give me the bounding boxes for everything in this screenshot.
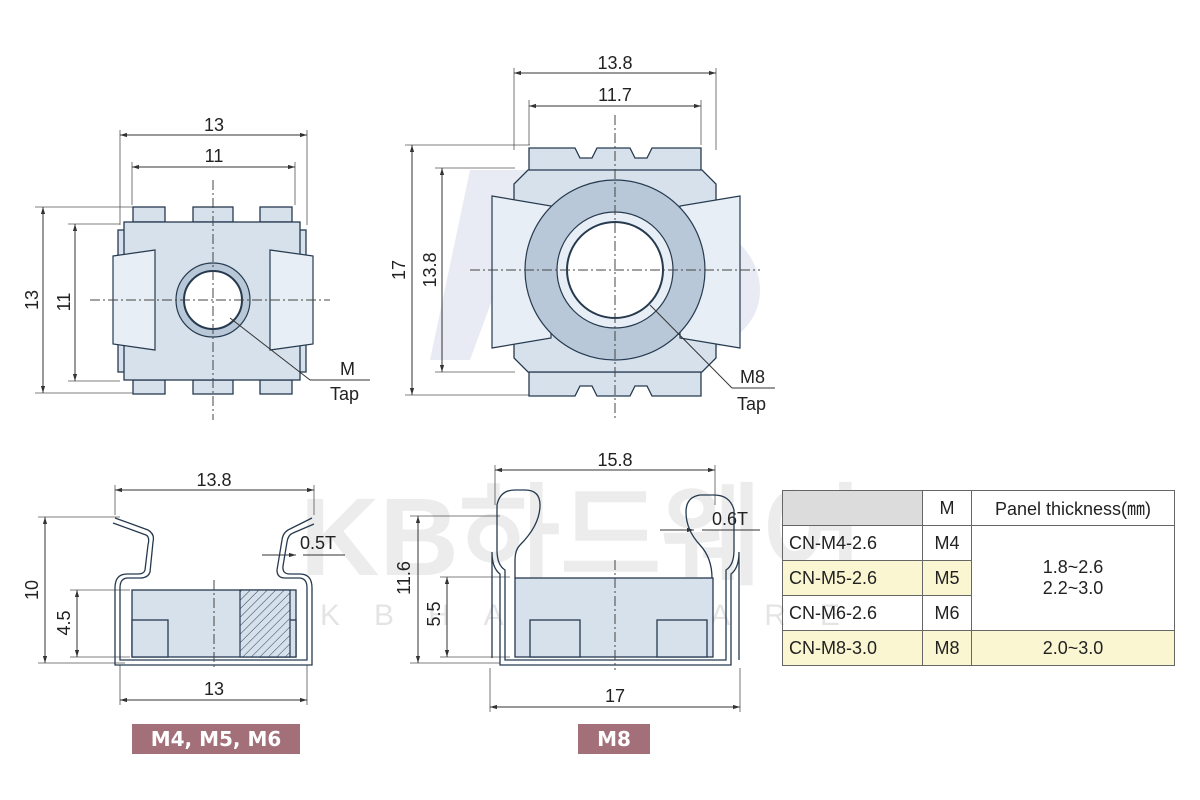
table-header-row: M Panel thickness(㎜) [782, 490, 1175, 526]
dim-top-width: 13.8 [196, 470, 231, 490]
small-side-view: 13.8 10 4.5 13 0.5T [22, 470, 345, 705]
table-row: CN-M5-2.6 M5 [782, 560, 1175, 596]
dim-bottom-width: 13 [204, 679, 224, 699]
dim-inner-height: 5.5 [424, 601, 444, 626]
spec-table: M Panel thickness(㎜) CN-M4-2.6 M4 1.8~2.… [782, 490, 1175, 666]
table-cell-panel-group-1: 1.8~2.6 2.2~3.0 [971, 525, 1175, 631]
table-cell-model: CN-M4-2.6 [782, 525, 923, 561]
dim-height-outer: 13 [22, 290, 42, 310]
dim-bottom-width: 17 [605, 686, 625, 706]
small-top-view: 13 11 13 11 M Tap [22, 115, 370, 420]
dim-height: 11.6 [394, 561, 414, 595]
badge-large-text: M8 [597, 727, 631, 751]
table-cell-m: M4 [922, 525, 972, 561]
table-row: CN-M4-2.6 M4 1.8~2.6 2.2~3.0 [782, 525, 1175, 631]
badge-small: M4, M5, M6 [132, 724, 300, 754]
panel-value-2: 2.2~3.0 [1042, 578, 1104, 598]
table-row: CN-M6-2.6 M6 [782, 595, 1175, 631]
callout-m8: M8 [740, 367, 765, 387]
dim-width-inner: 11 [205, 146, 224, 166]
table-cell-panel-group-2: 2.0~3.0 [971, 630, 1175, 666]
dim-height-outer: 17 [389, 260, 409, 280]
dim-width-outer: 13 [204, 115, 224, 135]
panel-value-1: 1.8~2.6 [1042, 557, 1104, 577]
table-cell-m: M6 [922, 595, 972, 631]
badge-large: M8 [578, 724, 650, 754]
dim-thickness: 0.6T [712, 509, 748, 529]
dim-height-inner: 11 [54, 293, 74, 312]
dim-width-outer: 13.8 [597, 53, 632, 73]
table-header-blank [782, 490, 923, 526]
dim-height-inner: 13.8 [420, 252, 440, 287]
callout-m: M [340, 359, 355, 379]
table-cell-model: CN-M8-3.0 [782, 630, 923, 666]
table-cell-m: M5 [922, 560, 972, 596]
table-cell-model: CN-M5-2.6 [782, 560, 923, 596]
table-header-panel: Panel thickness(㎜) [971, 490, 1175, 526]
table-cell-model: CN-M6-2.6 [782, 595, 923, 631]
badge-small-text: M4, M5, M6 [151, 727, 282, 751]
callout-tap: Tap [330, 384, 359, 404]
dim-thickness: 0.5T [300, 533, 336, 553]
table-row: CN-M8-3.0 M8 2.0~3.0 [782, 630, 1175, 666]
large-top-view: 13.8 11.7 17 13.8 M8 Tap [389, 53, 775, 420]
callout-tap: Tap [737, 394, 766, 414]
table-cell-m: M8 [922, 630, 972, 666]
table-header-m: M [922, 490, 972, 526]
dim-top-width: 15.8 [597, 450, 632, 470]
dim-height: 10 [22, 580, 42, 600]
dim-inner-height: 4.5 [54, 610, 74, 635]
dim-width-inner: 11.7 [598, 85, 632, 105]
large-side-view: 15.8 11.6 5.5 17 0.6T [394, 450, 760, 712]
